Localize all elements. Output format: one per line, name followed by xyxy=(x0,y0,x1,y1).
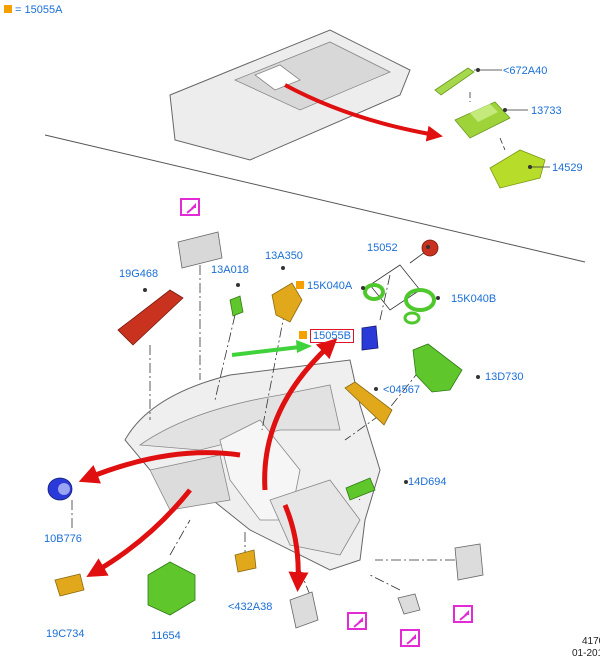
label-15K040A: 15K040A xyxy=(296,280,352,292)
section-divider xyxy=(44,134,586,263)
label-13A350: 13A350 xyxy=(265,250,303,262)
zoom-detail-icon[interactable] xyxy=(180,198,200,216)
legend-marker-icon xyxy=(4,5,12,13)
arrow-to-13D730 xyxy=(262,338,338,491)
label-432A38: <432A38 xyxy=(228,601,273,613)
label-10B776: 10B776 xyxy=(44,533,82,545)
part-10B776 xyxy=(47,477,73,501)
part-19C734 xyxy=(54,573,85,597)
label-13D730: 13D730 xyxy=(485,371,524,383)
label-13733: 13733 xyxy=(531,105,562,117)
arrow-to-19C734 xyxy=(86,488,192,578)
part-04567 xyxy=(344,381,393,426)
arrow-to-10B776 xyxy=(78,450,241,484)
part-13A350 xyxy=(271,282,303,323)
label-672A40: <672A40 xyxy=(503,65,548,77)
part-14D694 xyxy=(345,477,376,501)
label-15K040A-text: 15K040A xyxy=(307,280,353,292)
label-14D694: 14D694 xyxy=(408,476,447,488)
part-top-grey-module xyxy=(177,231,223,269)
part-13D730 xyxy=(412,343,463,393)
footer-date: 01-201 xyxy=(572,648,600,659)
label-19C734: 19C734 xyxy=(46,628,85,640)
label-19G468: 19G468 xyxy=(119,268,159,280)
label-13A018: 13A018 xyxy=(211,264,249,276)
headliner-part xyxy=(169,29,411,161)
arrow-headliner-to-console xyxy=(284,83,443,142)
part-bottom-grey-connector xyxy=(397,593,421,615)
label-14529: 14529 xyxy=(552,162,583,174)
part-13733 xyxy=(454,101,511,139)
label-15K040B: 15K040B xyxy=(451,293,497,305)
arrow-to-15055B xyxy=(231,345,301,357)
part-432A38 xyxy=(234,549,257,573)
legend: = 15055A xyxy=(4,4,62,16)
part-15052 xyxy=(421,239,439,257)
part-15K040A xyxy=(363,283,385,301)
part-bottom-grey-switch xyxy=(289,591,319,629)
label-04567: <04567 xyxy=(383,384,421,396)
part-15K040B xyxy=(403,288,436,325)
legend-text: = 15055A xyxy=(15,4,63,16)
part-14529 xyxy=(489,149,546,189)
label-15055B-text: 15055B xyxy=(310,329,354,343)
part-bottom-grey-module xyxy=(454,543,484,581)
zoom-detail-icon[interactable] xyxy=(347,612,367,630)
part-11654 xyxy=(147,561,196,616)
arrow-to-11654 xyxy=(282,504,309,592)
label-15052: 15052 xyxy=(367,242,398,254)
part-19G468 xyxy=(117,289,184,346)
part-672A40 xyxy=(434,67,475,96)
marker-icon xyxy=(299,331,307,339)
label-11654: 11654 xyxy=(151,630,181,642)
part-13A018 xyxy=(229,295,244,317)
label-15055B: 15055B xyxy=(299,329,354,343)
zoom-detail-icon[interactable] xyxy=(400,629,420,647)
part-15055B xyxy=(361,325,379,351)
zoom-detail-icon[interactable] xyxy=(453,605,473,623)
instrument-panel xyxy=(124,359,381,571)
marker-icon xyxy=(296,281,304,289)
